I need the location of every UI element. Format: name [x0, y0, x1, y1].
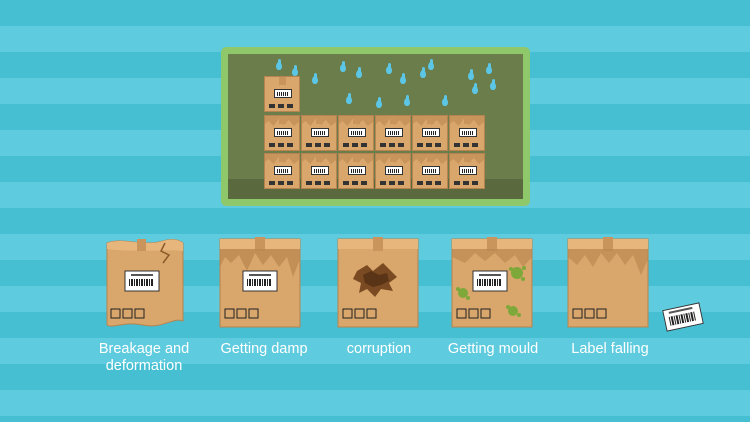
problem-card-damp: [219, 237, 301, 329]
raindrop: [356, 67, 362, 78]
raindrop: [386, 63, 392, 74]
problem-card-label-falling: [567, 237, 649, 329]
stacked-box: [338, 153, 374, 189]
stacked-box: [449, 115, 485, 151]
raindrop: [404, 95, 410, 106]
stacked-box: [264, 153, 300, 189]
fallen-barcode-label-icon: [662, 302, 704, 332]
caption-label-falling-line1: Label falling: [571, 341, 649, 357]
warehouse-scene: [228, 54, 523, 199]
raindrop: [340, 61, 346, 72]
stacked-box: [412, 153, 448, 189]
stacked-box: [412, 115, 448, 151]
raindrop: [486, 63, 492, 74]
caption-damp: Getting damp: [214, 341, 314, 358]
stacked-box: [375, 153, 411, 189]
problem-card-breakage: [103, 237, 185, 329]
caption-label-falling: Label falling: [560, 341, 660, 358]
raindrop: [442, 95, 448, 106]
raindrop: [472, 83, 478, 94]
stacked-box: [301, 153, 337, 189]
raindrop: [468, 69, 474, 80]
stacked-box: [264, 115, 300, 151]
raindrop: [292, 65, 298, 76]
stacked-box: [301, 115, 337, 151]
stacked-box: [264, 76, 300, 112]
raindrop: [420, 67, 426, 78]
caption-corruption-line1: corruption: [346, 341, 412, 357]
stacked-box: [375, 115, 411, 151]
problem-card-corruption: [337, 237, 419, 329]
caption-damp-line1: Getting damp: [220, 341, 308, 357]
deformed-box-icon: [106, 239, 184, 327]
raindrop: [400, 73, 406, 84]
raindrop: [376, 97, 382, 108]
raindrop: [428, 59, 434, 70]
warehouse-scene-frame: [221, 47, 530, 206]
caption-breakage: Breakage and deformation: [92, 341, 196, 375]
problem-card-mould: [451, 237, 533, 329]
caption-mould: Getting mould: [440, 341, 546, 358]
raindrop: [346, 93, 352, 104]
mouldy-box-icon: [451, 237, 533, 328]
damp-box-icon: [219, 237, 301, 328]
caption-breakage-line2: deformation: [105, 358, 183, 374]
raindrop: [490, 79, 496, 90]
torn-box-icon: [337, 237, 419, 328]
caption-corruption: corruption: [334, 341, 424, 358]
caption-mould-line1: Getting mould: [447, 341, 539, 357]
stacked-box: [449, 153, 485, 189]
caption-breakage-line1: Breakage and: [98, 341, 190, 357]
raindrop: [312, 73, 318, 84]
raindrop: [276, 59, 282, 70]
stacked-box: [338, 115, 374, 151]
label-missing-box-icon: [567, 237, 649, 328]
